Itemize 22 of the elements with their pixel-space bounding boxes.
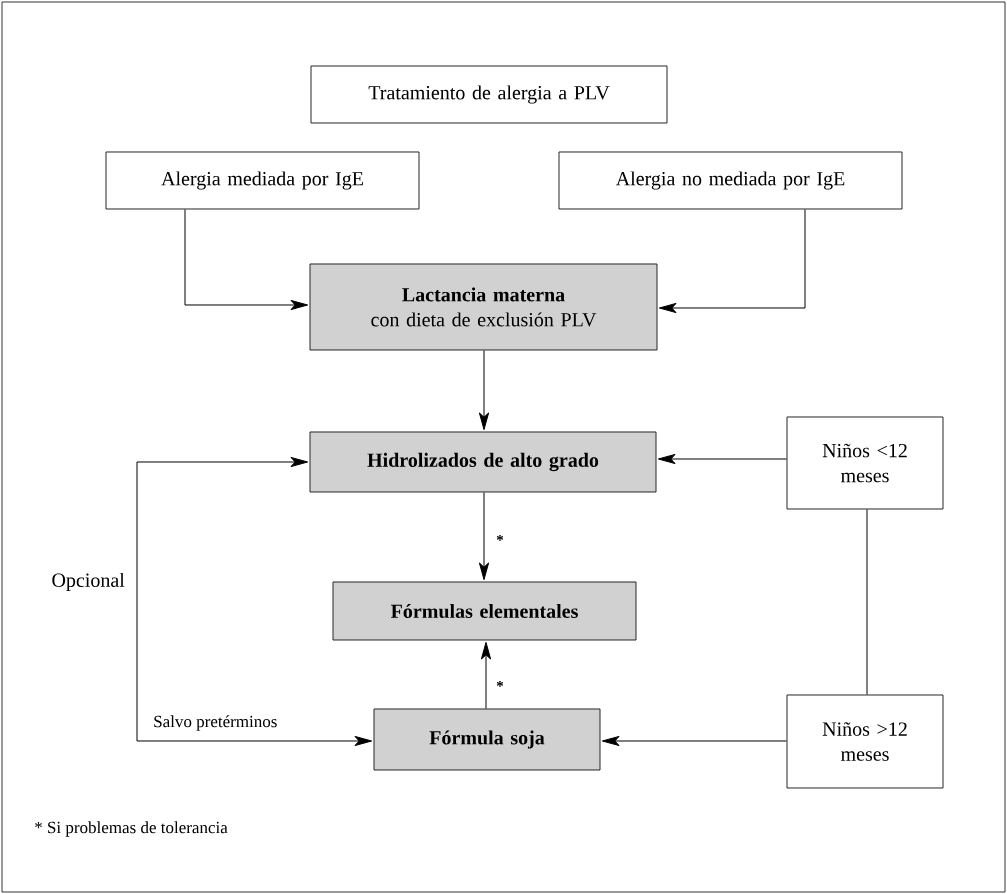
process-box: Tratamiento de alergia a PLV xyxy=(310,65,668,124)
edge-label: Opcional xyxy=(50,571,126,593)
arrow xyxy=(658,209,806,314)
arrow xyxy=(601,735,787,747)
process-box: Alergia no mediada por IgE xyxy=(558,151,903,210)
highlighted-box: Lactancia materna con dieta de exclusión PLV xyxy=(309,263,658,351)
arrow xyxy=(478,492,490,581)
arrow xyxy=(136,456,373,747)
process-box: Alergia mediada por IgE xyxy=(105,151,420,210)
edge-label: * xyxy=(495,680,505,692)
highlighted-box: Hidrolizados de alto grado xyxy=(309,431,657,493)
highlighted-box: Fórmula soja xyxy=(373,708,601,771)
note-text: * Si problemas de tolerancia xyxy=(35,821,228,837)
arrow xyxy=(478,350,490,431)
process-box: Niños <12 meses xyxy=(786,416,944,510)
highlighted-box: Fórmulas elementales xyxy=(332,581,637,641)
arrow xyxy=(184,209,309,311)
arrow xyxy=(657,453,787,465)
edge-label: * xyxy=(495,534,505,546)
arrow xyxy=(480,641,492,709)
note-text: Salvo pretérminos xyxy=(154,715,277,731)
process-box: Niños >12 meses xyxy=(786,694,944,789)
